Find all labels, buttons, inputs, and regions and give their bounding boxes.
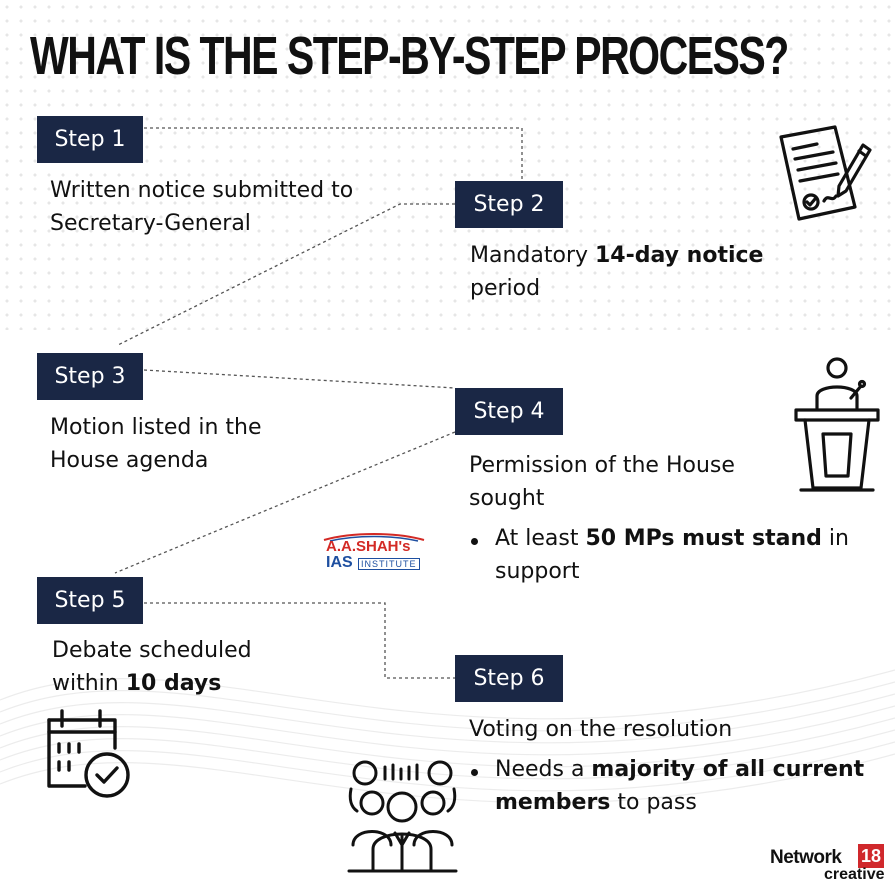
institute-logo: A.A.SHAH's IAS INSTITUTE xyxy=(322,532,426,574)
step-4-description: Permission of the House sought xyxy=(469,449,769,515)
step-4-badge: Step 4 xyxy=(455,388,563,435)
body-text: Written notice submitted to Secretary-Ge… xyxy=(50,178,354,236)
step-6-bullet: Needs a majority of all current members … xyxy=(469,753,895,819)
step-1-description: Written notice submitted to Secretary-Ge… xyxy=(50,174,370,240)
body-text: in support xyxy=(495,526,849,584)
step-4-bullet: At least 50 MPs must stand in support xyxy=(469,522,865,588)
podium-speaker-icon xyxy=(794,357,880,492)
connector-1-2 xyxy=(144,127,523,180)
connector-5-6 xyxy=(144,602,455,679)
body-text: to pass xyxy=(610,790,697,815)
brand-number: 18 xyxy=(858,844,884,868)
network18-brand: Network 18 creative xyxy=(770,843,888,887)
connector-4-5 xyxy=(114,431,456,574)
step-2-description: Mandatory 14-day notice period xyxy=(470,239,790,305)
body-text: Mandatory xyxy=(470,243,595,268)
emphasis-text: majority of all current members xyxy=(495,757,865,815)
connector-3-4 xyxy=(143,369,456,389)
body-text: Permission of the House sought xyxy=(469,453,735,511)
emphasis-text: 10 days xyxy=(125,671,222,696)
body-text: Voting on the resolution xyxy=(469,717,733,742)
step-2-badge: Step 2 xyxy=(455,181,563,228)
step-3-description: Motion listed in the House agenda xyxy=(50,411,310,477)
dotted-background xyxy=(0,0,895,330)
body-text: Needs a xyxy=(495,757,592,782)
step-1-badge: Step 1 xyxy=(37,116,143,163)
emphasis-text: 50 MPs must stand xyxy=(585,526,822,551)
brand-sub: creative xyxy=(824,866,885,883)
calendar-check-icon xyxy=(47,709,130,798)
step-5-description: Debate scheduled within 10 days xyxy=(52,634,292,700)
logo-swoosh-icon xyxy=(323,533,425,542)
body-text: Motion listed in the House agenda xyxy=(50,415,262,473)
step-5-badge: Step 5 xyxy=(37,577,143,624)
step-6-description: Voting on the resolution xyxy=(469,713,789,746)
body-text: period xyxy=(470,276,541,301)
document-sign-icon xyxy=(779,125,872,221)
step-6-badge: Step 6 xyxy=(455,655,563,702)
connector-2-3 xyxy=(117,203,455,346)
emphasis-text: 14-day notice xyxy=(595,243,764,268)
step-3-badge: Step 3 xyxy=(37,353,143,400)
page-title: WHAT IS THE STEP-BY-STEP PROCESS? xyxy=(30,26,789,86)
body-text: At least xyxy=(495,526,586,551)
brand-name: Network xyxy=(770,847,842,868)
logo-line-3: INSTITUTE xyxy=(358,558,420,570)
crowd-group-icon xyxy=(347,760,458,873)
logo-line-2: IAS xyxy=(326,554,353,571)
body-text: Debate scheduled within xyxy=(52,638,252,696)
logo-line-1: A.A.SHAH's xyxy=(326,538,411,555)
